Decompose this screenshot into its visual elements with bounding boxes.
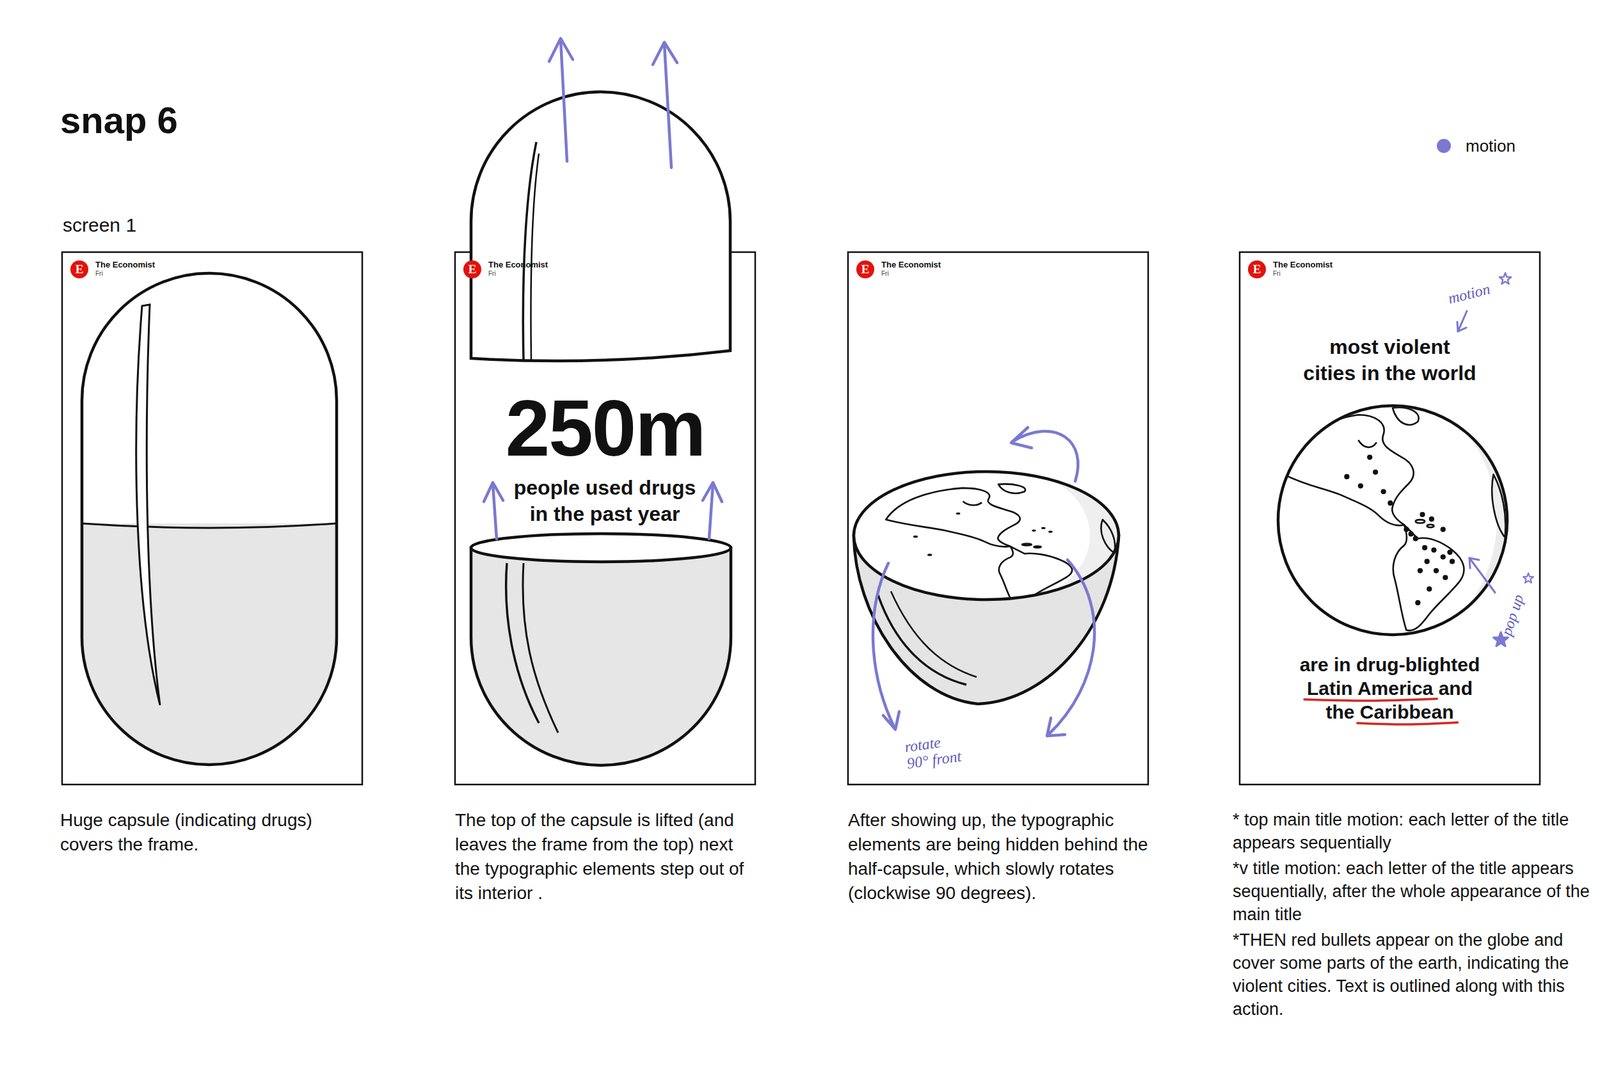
text-slot: The Economist xyxy=(1272,259,1333,270)
post-day: Fri xyxy=(881,270,889,278)
sub-title: are in drug-blighted Latin America and t… xyxy=(1296,652,1484,724)
globe xyxy=(1278,405,1508,635)
title-slot: snap 6 xyxy=(60,97,178,143)
capsule-top-half xyxy=(471,92,731,362)
text-slot: Fri xyxy=(95,270,104,278)
frame-caption: Huge capsule (indicating drugs) covers t… xyxy=(60,808,361,857)
page-title: snap 6 xyxy=(60,97,178,143)
brand-name: The Economist xyxy=(95,259,155,270)
main-title: most violent cities in the world xyxy=(1301,334,1479,387)
label-slot: rotate 90° front xyxy=(905,734,965,768)
logo-badge: E xyxy=(463,260,482,279)
logo-badge: E xyxy=(1248,260,1266,279)
text-slot: The Economist xyxy=(488,259,548,270)
city-dots xyxy=(1344,454,1455,606)
logo-badge: E xyxy=(70,260,89,279)
headline-number: 250m xyxy=(455,387,756,468)
brand-name: The Economist xyxy=(881,259,941,270)
story-frame: E The EconomistFri xyxy=(62,252,363,785)
story-frame: E The EconomistFri xyxy=(848,252,1149,785)
label-slot: pop up xyxy=(1491,606,1534,624)
text-slot: The Economist xyxy=(881,259,941,270)
red-underline xyxy=(1304,698,1437,701)
text-slot: 250m xyxy=(455,387,756,468)
logo-badge: E xyxy=(856,260,875,279)
label-slot: The top of the capsule is lifted (and le… xyxy=(455,808,763,906)
logo-letter: E xyxy=(856,260,875,279)
rotate-arrows xyxy=(872,427,1095,736)
post-day: Fri xyxy=(488,270,496,278)
label-slot: After showing up, the typographic elemen… xyxy=(848,808,1156,906)
text-slot: Fri xyxy=(488,270,496,278)
motion-note: *v title motion: each letter of the titl… xyxy=(1232,856,1592,927)
annotation-marks xyxy=(1457,272,1534,646)
label-slot: *v title motion: each letter of the titl… xyxy=(1232,856,1592,927)
post-day: Fri xyxy=(95,270,104,278)
legend-text: motion xyxy=(1465,136,1516,156)
text-slot: E xyxy=(463,260,482,279)
label-slot: * top main title motion: each letter of … xyxy=(1232,808,1592,855)
badge-circle xyxy=(856,260,875,279)
text-slot: Fri xyxy=(881,270,889,278)
capsule-bottom-half xyxy=(471,533,731,766)
label-slot: *THEN red bullets appear on the globe an… xyxy=(1232,928,1592,1021)
text-slot: are in drug-blighted Latin America and t… xyxy=(1296,652,1484,724)
text-slot: The Economist xyxy=(95,259,155,270)
text-slot: E xyxy=(1248,260,1266,279)
hand-annotation: pop up xyxy=(1497,592,1527,639)
text-slot: Fri xyxy=(1272,270,1281,278)
badge-circle xyxy=(1248,260,1266,279)
story-frame: E The EconomistFri most violent cities in … xyxy=(1239,252,1540,785)
text-slot: E xyxy=(856,260,875,279)
motion-note: * top main title motion: each letter of … xyxy=(1232,808,1592,855)
screen-label: screen 1 xyxy=(62,213,137,237)
rotating-bowl xyxy=(853,471,1120,704)
frame-outlines xyxy=(62,252,1540,785)
label-slot: motion xyxy=(1447,285,1491,303)
brand-name: The Economist xyxy=(488,259,548,270)
frame-caption: After showing up, the typographic elemen… xyxy=(848,808,1156,906)
text-slot: E xyxy=(70,260,89,279)
motion-note: *THEN red bullets appear on the globe an… xyxy=(1232,928,1592,1021)
frame-caption: The top of the capsule is lifted (and le… xyxy=(455,808,763,906)
post-day: Fri xyxy=(1272,270,1281,278)
badge-circle xyxy=(70,260,89,279)
brand-name: The Economist xyxy=(1272,259,1333,270)
logo-letter: E xyxy=(70,260,89,279)
text-slot: most violent cities in the world xyxy=(1301,334,1479,387)
logo-letter: E xyxy=(1248,260,1266,279)
hand-annotation: rotate 90° front xyxy=(903,730,967,772)
label-slot: screen 1 xyxy=(62,213,137,237)
red-underline xyxy=(1357,722,1458,725)
badge-circle xyxy=(463,260,482,279)
hand-annotation: motion xyxy=(1446,280,1492,307)
label-slot: Huge capsule (indicating drugs) covers t… xyxy=(60,808,361,857)
story-frame: E The EconomistFri 250m people used drugs i… xyxy=(455,252,756,785)
headline-sub: people used drugs in the past year xyxy=(508,474,701,528)
text-slot: people used drugs in the past year xyxy=(508,474,701,528)
legend-swatch xyxy=(1436,138,1451,153)
capsule-whole xyxy=(81,273,337,765)
logo-letter: E xyxy=(463,260,482,279)
